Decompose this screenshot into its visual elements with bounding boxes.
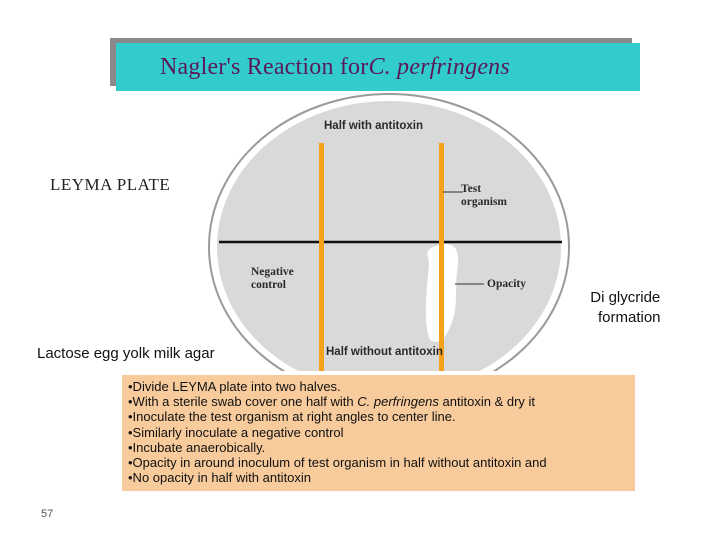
test-organism-label: Test organism xyxy=(461,183,507,208)
plate-surface xyxy=(217,101,561,371)
title-organism: C. perfringens xyxy=(368,53,510,80)
bullet-item: •Incubate anaerobically. xyxy=(128,439,266,455)
medium-annotation: Lactose egg yolk milk agar xyxy=(37,345,215,362)
bullet-item: •Inoculate the test organism at right an… xyxy=(128,409,456,425)
procedure-bullets: •Divide LEYMA plate into two halves. •Wi… xyxy=(122,375,635,491)
page-number: 57 xyxy=(41,508,54,520)
half-with-antitoxin-label: Half with antitoxin xyxy=(324,120,424,132)
bullet-item: •No opacity in half with antitoxin xyxy=(128,470,312,486)
bullet-item: •Similarly inoculate a negative control xyxy=(128,424,344,440)
slide-title: Nagler's Reaction for C. perfringens xyxy=(116,43,640,91)
negative-control-streak xyxy=(319,143,324,371)
title-text: Nagler's Reaction for xyxy=(160,53,369,80)
diglyceride-annotation: Di glycride formation xyxy=(590,289,661,326)
opacity-label: Opacity xyxy=(487,278,526,290)
bullet-item: •With a sterile swab cover one half with… xyxy=(128,394,536,410)
half-without-antitoxin-label: Half without antitoxin xyxy=(326,346,443,358)
leyma-plate-label: LEYMA PLATE xyxy=(50,175,171,194)
bullet-item: •Divide LEYMA plate into two halves. xyxy=(128,379,341,394)
negative-control-label: Negative control xyxy=(251,266,294,291)
test-organism-streak xyxy=(439,143,444,371)
bullet-item: •Opacity in around inoculum of test orga… xyxy=(128,455,547,471)
